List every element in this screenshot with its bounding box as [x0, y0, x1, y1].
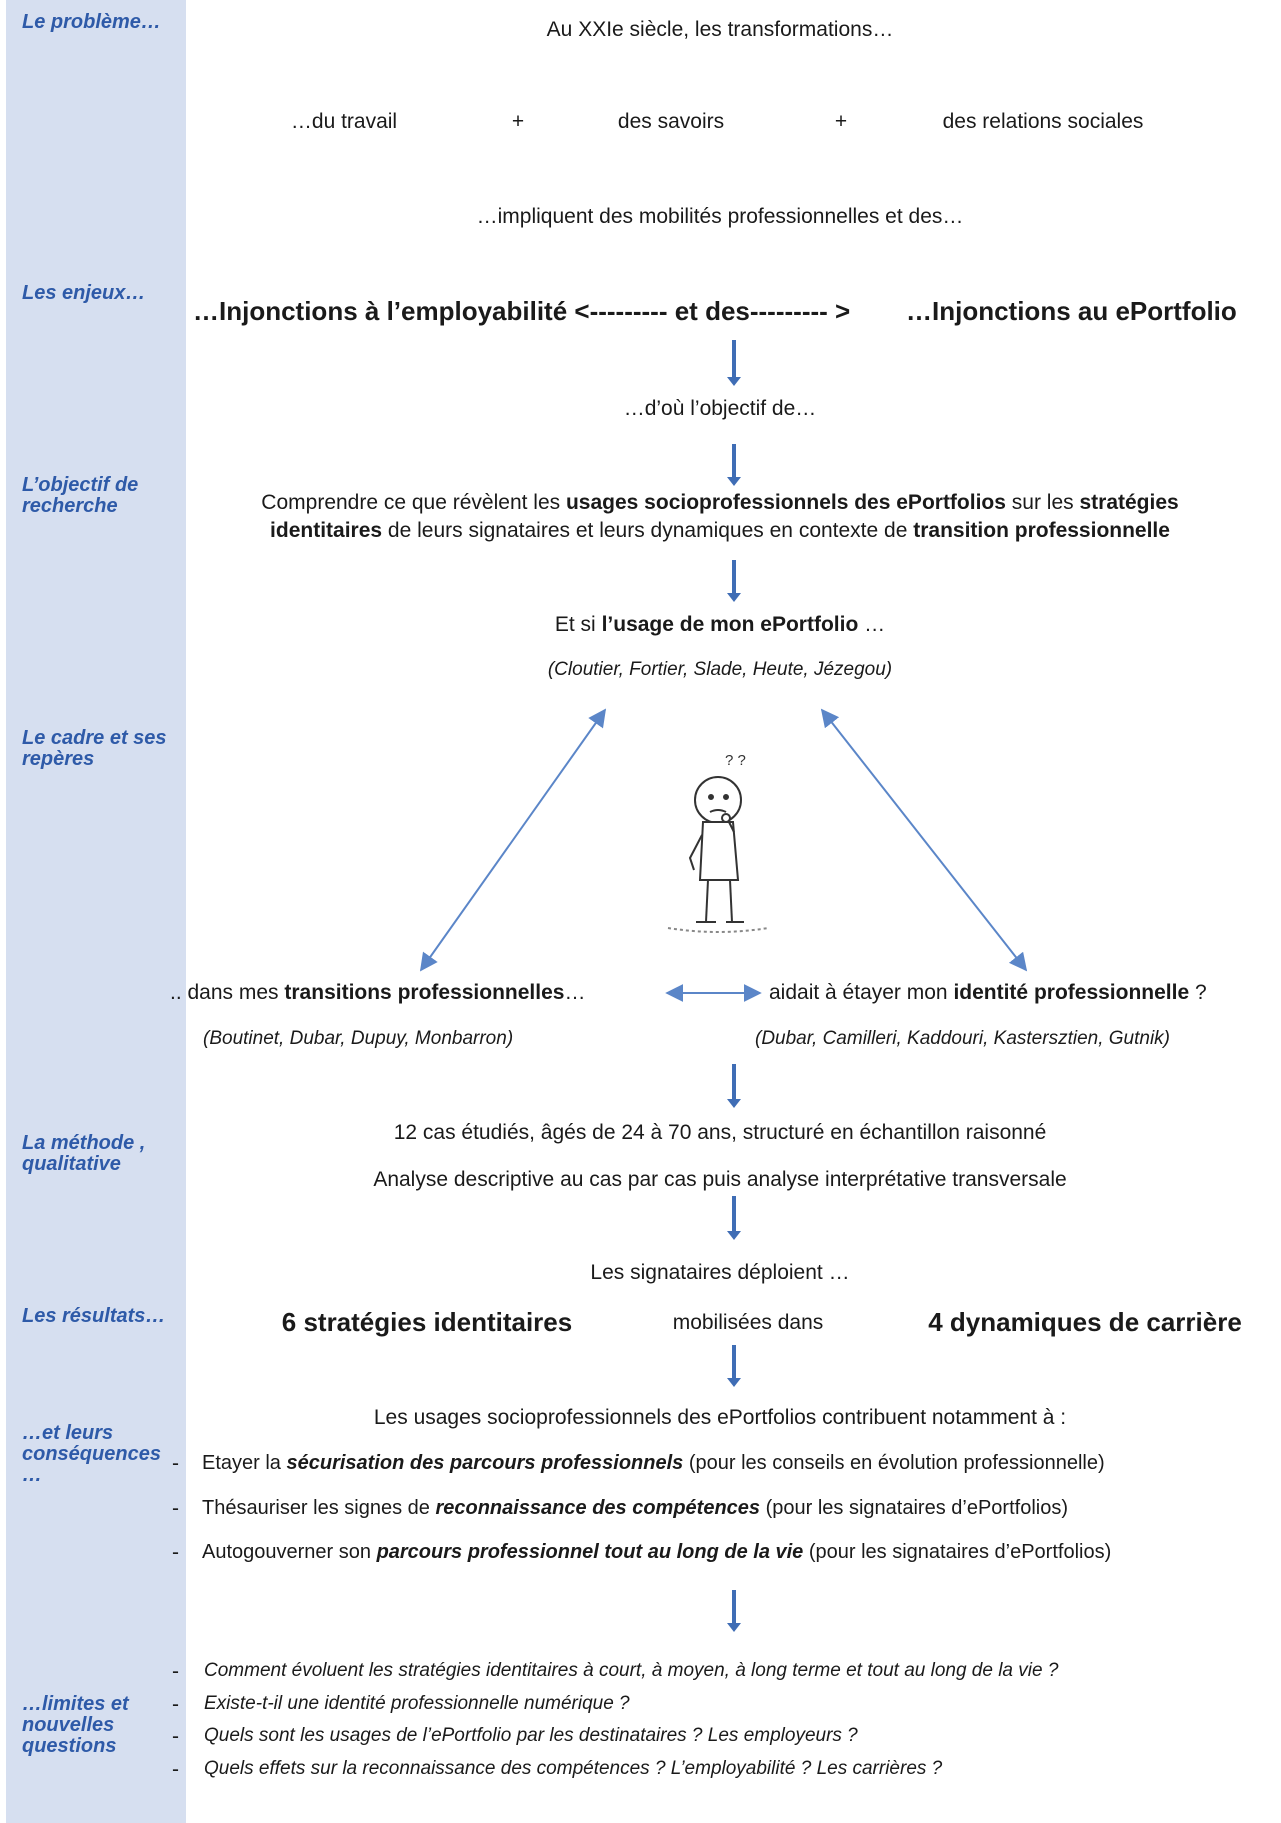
- limite-question-4: Quels effets sur la reconnaissance des c…: [204, 1758, 943, 1779]
- probleme-item-travail: …du travail: [290, 110, 398, 133]
- probleme-item-savoirs: des savoirs: [617, 110, 725, 133]
- label-enjeux: Les enjeux…: [22, 282, 146, 304]
- bullet-dash: -: [172, 1693, 179, 1716]
- arrow-down-icon: [727, 560, 741, 602]
- bullet-dash: -: [172, 1497, 179, 1520]
- label-probleme: Le problème…: [22, 11, 161, 33]
- consequences-intro: Les usages socioprofessionnels des ePort…: [373, 1406, 1067, 1429]
- label-resultats: Les résultats…: [22, 1305, 166, 1327]
- label-consequences: …et leurs conséquences …: [22, 1422, 161, 1486]
- arrow-down-icon: [727, 1590, 741, 1632]
- limite-question-2: Existe-t-il une identité professionnelle…: [204, 1693, 630, 1714]
- transitions-text: .. dans mes transitions professionnelles…: [170, 981, 586, 1004]
- probleme-item-relations: des relations sociales: [942, 110, 1144, 133]
- label-limites: …limites et nouvelles questions: [22, 1693, 129, 1757]
- bullet-dash: -: [172, 1660, 179, 1683]
- consequence-3: Autogouverner son parcours professionnel…: [202, 1541, 1112, 1563]
- label-objectif: L’objectif de recherche: [22, 474, 139, 517]
- enjeux-dou: …d’où l’objectif de…: [623, 397, 817, 420]
- consequence-2: Thésauriser les signes de reconnaissance…: [202, 1497, 1068, 1519]
- cadre-question: Et si l’usage de mon ePortfolio …: [554, 613, 886, 636]
- identite-text: aidait à étayer mon identité professionn…: [769, 981, 1207, 1004]
- resultats-mobilisees: mobilisées dans: [672, 1311, 824, 1334]
- resultats-dynamiques: 4 dynamiques de carrière: [928, 1307, 1242, 1337]
- citation-right: (Dubar, Camilleri, Kaddouri, Kastersztie…: [755, 1028, 1170, 1049]
- arrow-down-icon: [727, 444, 741, 486]
- arrow-double-left-icon: [419, 708, 607, 972]
- label-cadre: Le cadre et ses repères: [22, 727, 167, 770]
- label-methode: La méthode , qualitative: [22, 1132, 146, 1175]
- arrow-down-icon: [727, 340, 741, 386]
- citation-left: (Boutinet, Dubar, Dupuy, Monbarron): [203, 1028, 514, 1049]
- enjeux-eportfolio: …Injonctions au ePortfolio: [906, 296, 1237, 326]
- objectif-line2: identitaires de leurs signataires et leu…: [270, 519, 1170, 542]
- thought-marks: ? ?: [725, 752, 746, 769]
- limite-question-3: Quels sont les usages de l’ePortfolio pa…: [204, 1725, 858, 1746]
- bullet-dash: -: [172, 1452, 179, 1475]
- resultats-intro: Les signataires déploient …: [590, 1261, 850, 1284]
- bullet-dash: -: [172, 1725, 179, 1748]
- objectif-line1: Comprendre ce que révèlent les usages so…: [261, 491, 1179, 514]
- arrow-down-icon: [727, 1196, 741, 1240]
- plus-sign: +: [834, 110, 848, 133]
- sidebar: [6, 0, 186, 1823]
- methode-line1: 12 cas étudiés, âgés de 24 à 70 ans, str…: [393, 1121, 1047, 1144]
- consequence-1: Etayer la sécurisation des parcours prof…: [202, 1452, 1105, 1474]
- probleme-line3: …impliquent des mobilités professionnell…: [476, 205, 964, 228]
- citation-top: (Cloutier, Fortier, Slade, Heute, Jézego…: [547, 659, 893, 680]
- arrow-double-right-icon: [820, 708, 1028, 972]
- arrow-down-icon: [727, 1345, 741, 1387]
- enjeux-employabilite: …Injonctions à l’employabilité <--------…: [193, 296, 851, 326]
- bullet-dash: -: [172, 1758, 179, 1781]
- probleme-line1: Au XXIe siècle, les transformations…: [546, 18, 894, 41]
- plus-sign: +: [511, 110, 525, 133]
- limite-question-1: Comment évoluent les stratégies identita…: [204, 1660, 1059, 1681]
- thinking-person-icon: ? ?: [667, 752, 769, 933]
- bullet-dash: -: [172, 1541, 179, 1564]
- methode-line2: Analyse descriptive au cas par cas puis …: [373, 1168, 1067, 1191]
- arrow-down-icon: [727, 1064, 741, 1108]
- resultats-strategies: 6 stratégies identitaires: [281, 1307, 573, 1337]
